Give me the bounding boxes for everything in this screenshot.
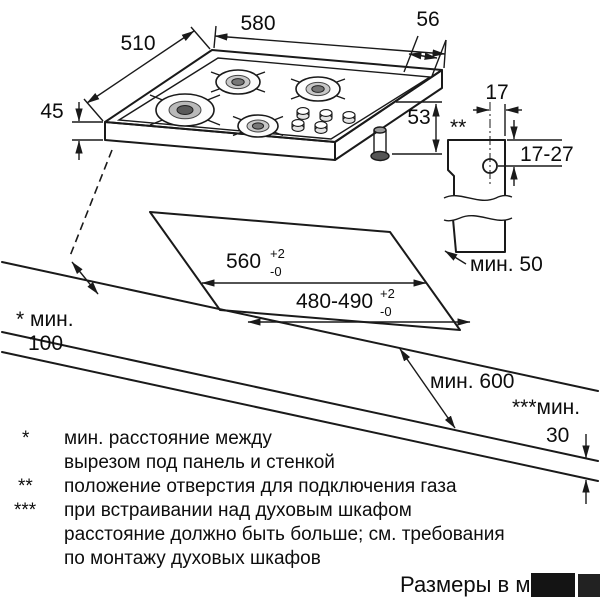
footnote-3-line1: при встраивании над духовым шкафом — [64, 500, 412, 521]
footnote-1-line2: вырезом под панель и стенкой — [64, 452, 335, 473]
worktop-front-edge-bottom — [1, 351, 599, 482]
footnote-3-line3: по монтажу духовых шкафов — [64, 548, 321, 569]
footnotes: * мин. расстояние между вырезом под пане… — [14, 428, 505, 569]
pan-support-icon — [232, 115, 284, 137]
burner-front-middle — [232, 114, 284, 138]
dim-480-490-label: 480-490 +2 -0 — [296, 285, 399, 319]
min30-label-line1: ***мин. — [512, 396, 580, 419]
caption-text: Размеры в м — [400, 572, 530, 597]
redaction-box-1 — [531, 573, 575, 597]
control-knob — [319, 109, 333, 122]
min600-label: мин. 600 — [430, 370, 514, 393]
dim-56-line — [408, 52, 438, 60]
cooktop-right-face — [334, 69, 443, 161]
dim-560-label: 560 +2 -0 — [226, 245, 289, 279]
caption-row: Размеры в м — [400, 572, 600, 597]
footnote-1-marker: * — [22, 428, 30, 449]
cooktop-dimensions: 510 580 56 45 53 — [40, 8, 447, 160]
dim-53-extensions — [392, 101, 442, 155]
worktop: 560 +2 -0 480-490 +2 -0 * мин. 100 мин. … — [1, 149, 599, 504]
dim-45-label: 45 — [40, 100, 63, 123]
gas-connection-fitting — [370, 126, 390, 162]
bracket-lower-part — [452, 216, 506, 253]
worktop-cutout — [149, 211, 461, 331]
dim-45-extensions — [72, 121, 103, 141]
min30-label-line2: 30 — [546, 424, 569, 447]
bracket-break-line-top — [443, 194, 513, 201]
min100-arrow — [71, 261, 99, 295]
footnote-2-marker: ** — [18, 476, 33, 497]
min50-arrow — [444, 250, 467, 265]
dim-17-label: 17 — [485, 81, 508, 104]
footnote-2-line1: положение отверстия для подключения газа — [64, 476, 457, 497]
dim-17-27-extensions — [498, 139, 562, 167]
control-knob — [291, 119, 305, 132]
pan-support-icon — [210, 71, 266, 93]
dim-53-label: 53 — [407, 106, 430, 129]
dim-510-label: 510 — [120, 32, 155, 55]
footnote-1-line1: мин. расстояние между — [64, 428, 272, 449]
gas-bracket-detail: 17 17-27 ** мин. 50 — [443, 81, 574, 276]
dim-510-line — [86, 30, 195, 104]
min100-label-line2: 100 — [28, 332, 63, 355]
projection-dashed-line — [69, 149, 113, 257]
burner-back-left — [210, 69, 266, 95]
bracket-break-band — [444, 195, 512, 221]
control-knob — [314, 121, 328, 134]
dim-56-label: 56 — [416, 8, 439, 31]
footnote-3-line2: расстояние должно быть больше; см. требо… — [64, 524, 505, 545]
bracket-upper-left-edge — [447, 139, 506, 199]
burner-back-right — [290, 76, 346, 102]
worktop-front-edge-top — [1, 331, 599, 462]
cooktop — [104, 49, 443, 162]
dim-580-line — [214, 33, 446, 57]
dim-580-label: 580 — [240, 12, 275, 35]
control-knob — [342, 111, 356, 124]
control-knobs — [291, 107, 356, 134]
burner-front-left-large — [149, 93, 221, 127]
dim-17-27-label: 17-27 — [520, 143, 574, 166]
min600-arrow — [399, 348, 456, 429]
gas-note-marker: ** — [450, 116, 466, 139]
redaction-box-2 — [578, 574, 600, 597]
control-knob — [296, 107, 310, 120]
min100-label-line1: * мин. — [16, 308, 74, 331]
worktop-back-line — [1, 261, 599, 392]
pan-support-icon — [290, 78, 346, 100]
footnote-3-marker: *** — [14, 500, 37, 521]
min50-label: мин. 50 — [470, 253, 543, 276]
bracket-break-line-bottom — [443, 215, 513, 222]
